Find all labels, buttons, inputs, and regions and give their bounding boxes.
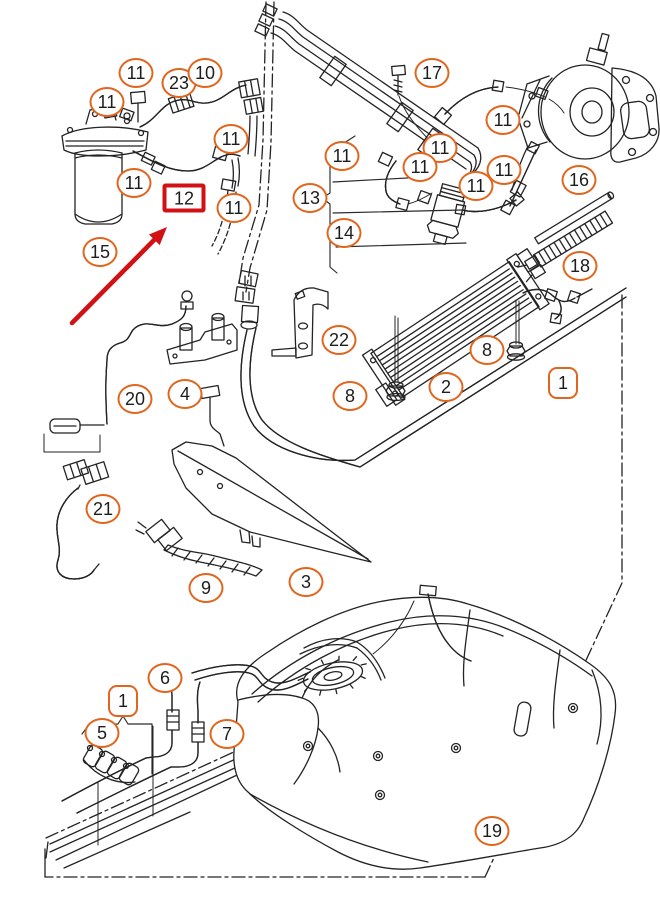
callout-14[interactable]: 14 (326, 218, 362, 248)
vent-hose-20 (43, 290, 194, 453)
leader-line-19 (490, 801, 492, 816)
callout-11[interactable]: 11 (116, 168, 152, 198)
callout-20[interactable]: 20 (117, 384, 153, 414)
callout-11[interactable]: 11 (213, 124, 249, 154)
leader-line-5 (104, 747, 116, 759)
callout-12-highlighted[interactable]: 12 (162, 183, 206, 213)
callout-6[interactable]: 6 (147, 663, 183, 693)
callout-15[interactable]: 15 (82, 237, 118, 267)
leader-line-11 (136, 87, 137, 99)
callout-2[interactable]: 2 (428, 372, 464, 402)
callout-3[interactable]: 3 (288, 567, 324, 597)
tank-bolt-bosses (302, 701, 579, 801)
leader-line-11 (421, 181, 423, 194)
bolt-17 (391, 64, 430, 141)
mounting-bracket-4 (166, 312, 238, 365)
callout-11[interactable]: 11 (458, 171, 494, 201)
pump-flange-ring (297, 655, 367, 696)
heat-protection-sleeve (516, 191, 615, 283)
callout-9[interactable]: 9 (188, 573, 224, 603)
callout-11[interactable]: 11 (402, 152, 438, 182)
callout-22[interactable]: 22 (321, 325, 357, 355)
callout-11[interactable]: 11 (89, 87, 125, 117)
callout-11[interactable]: 11 (118, 58, 154, 88)
callout-10[interactable]: 10 (187, 58, 223, 88)
leader-line-3 (298, 550, 304, 568)
highlight-arrow-head (149, 227, 167, 246)
pipe-couplers (234, 269, 260, 330)
leader-line-14 (360, 227, 457, 232)
callout-11[interactable]: 11 (485, 105, 521, 135)
callout-13[interactable]: 13 (292, 183, 328, 213)
cooler-outlet-pipes (523, 289, 593, 325)
cooler-mount-stud-left (385, 315, 406, 402)
callout-8[interactable]: 8 (469, 335, 505, 365)
heat-shield-strip-9 (135, 518, 263, 577)
callout-8[interactable]: 8 (332, 381, 368, 411)
hose-end-fittings (238, 78, 264, 115)
leader-line-11 (356, 157, 381, 160)
fuel-cooler (361, 248, 593, 407)
highlight-arrow (69, 227, 167, 326)
callout-5[interactable]: 5 (84, 718, 120, 748)
callout-11[interactable]: 11 (216, 193, 252, 223)
leader-line-10 (205, 87, 207, 97)
callout-16[interactable]: 16 (561, 165, 597, 195)
callout-19[interactable]: 19 (474, 816, 510, 846)
hose-fitting-7a (166, 709, 180, 731)
callout-4[interactable]: 4 (167, 379, 203, 409)
check-valve-and-hose-21 (57, 459, 110, 579)
fuel-tank (233, 584, 617, 870)
callout-18[interactable]: 18 (562, 251, 598, 281)
cooler-mount-stud-right (506, 299, 526, 361)
leader-line-11 (138, 159, 146, 169)
callout-1[interactable]: 1 (108, 685, 138, 717)
underbody-fuel-line-rails (45, 725, 253, 869)
leader-line-23 (177, 97, 178, 107)
filler-vent-tube (372, 584, 471, 661)
stone-guard-3 (171, 384, 372, 563)
callout-21[interactable]: 21 (85, 494, 121, 524)
grommet-set-5 (82, 744, 140, 786)
callout-17[interactable]: 17 (414, 58, 450, 88)
highlight-arrow-shaft (69, 237, 157, 326)
callout-7[interactable]: 7 (209, 719, 245, 749)
tank-fuel-hoses (62, 665, 310, 813)
callout-1[interactable]: 1 (548, 367, 578, 399)
callout-11[interactable]: 11 (324, 141, 360, 171)
retaining-bracket (271, 287, 329, 359)
